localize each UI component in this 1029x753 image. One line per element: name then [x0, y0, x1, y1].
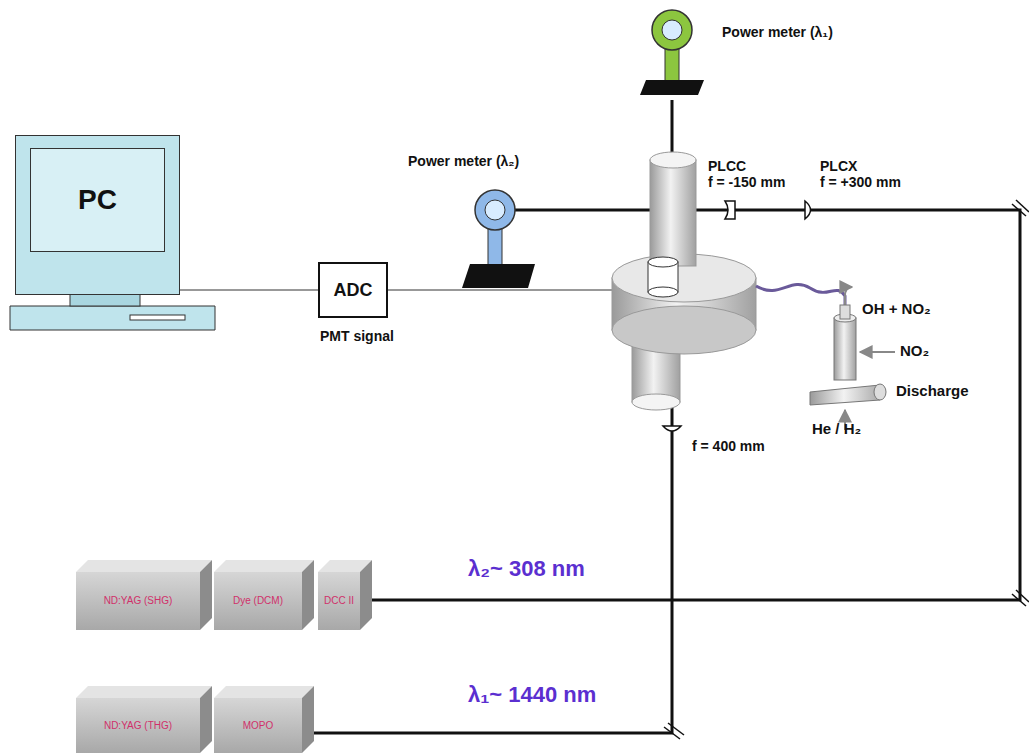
- adc-box: ADC: [318, 262, 388, 318]
- pmt-signal-wire: [388, 290, 650, 291]
- laser-box: MOPO: [214, 698, 302, 753]
- laser-box: ND:YAG (THG): [76, 698, 200, 753]
- annotation-label: NO₂: [900, 342, 929, 359]
- annotation-label: λ₂~ 308 nm: [468, 556, 585, 582]
- pc-monitor: PC: [15, 135, 180, 295]
- annotation-label: PLCX: [820, 158, 857, 174]
- annotation-label: Discharge: [896, 382, 969, 399]
- annotation-label: f = 400 mm: [692, 438, 765, 454]
- annotation-label: PLCC: [708, 158, 746, 174]
- beam-lambda2: [372, 210, 1020, 600]
- annotation-label: PMT signal: [320, 328, 394, 344]
- power-meter-1: [640, 10, 704, 95]
- annotation-label: Power meter (λ₁): [722, 24, 833, 40]
- signal-cable: [180, 290, 318, 291]
- power-meter-2: [462, 190, 535, 288]
- annotation-label: f = +300 mm: [820, 174, 901, 190]
- laser-label: ND:YAG (THG): [102, 718, 174, 734]
- pc-base: [10, 292, 215, 330]
- annotation-label: Power meter (λ₂): [408, 153, 519, 169]
- laser-box-sides: [200, 560, 372, 753]
- laser-box-tops: [76, 560, 372, 698]
- annotation-label: f = -150 mm: [708, 174, 785, 190]
- laser-label: MOPO: [241, 718, 276, 734]
- annotation-label: λ₁~ 1440 nm: [468, 682, 596, 708]
- laser-label: Dye (DCM): [231, 593, 285, 609]
- adc-label: ADC: [334, 280, 373, 301]
- annotation-label: OH + NO₂: [862, 300, 931, 317]
- laser-box: DCC II: [318, 572, 360, 630]
- laser-label: ND:YAG (SHG): [102, 593, 175, 609]
- annotation-label: He / H₂: [812, 420, 861, 437]
- laser-box: Dye (DCM): [214, 572, 302, 630]
- beam-lambda1: [302, 100, 672, 733]
- vacuum-chamber: [612, 152, 756, 410]
- laser-label: DCC II: [322, 593, 356, 609]
- screen-text: PC: [30, 148, 165, 252]
- laser-box: ND:YAG (SHG): [76, 572, 200, 630]
